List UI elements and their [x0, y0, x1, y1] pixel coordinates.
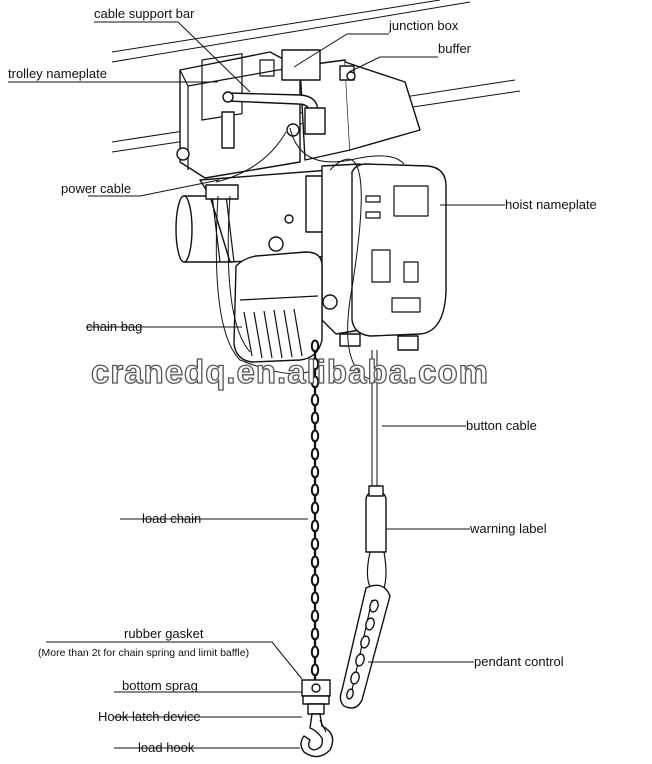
label-trolley-nameplate: trolley nameplate	[8, 66, 107, 81]
pendant-button	[355, 653, 365, 667]
label-bottom-sprag: bottom sprag	[122, 678, 198, 693]
trolley	[176, 51, 421, 179]
bottom-block	[301, 679, 331, 715]
label-hook-latch-device: Hook latch device	[98, 709, 201, 724]
labels: cable support bar junction box buffer tr…	[8, 6, 597, 755]
label-load-hook: load hook	[138, 740, 195, 755]
label-warning-label: warning label	[469, 521, 547, 536]
label-rubber-gasket: rubber gasket	[124, 626, 204, 641]
label-power-cable: power cable	[61, 181, 131, 196]
label-cable-support-bar: cable support bar	[94, 6, 195, 21]
label-buffer: buffer	[438, 41, 472, 56]
pendant-control-body	[339, 551, 391, 709]
label-button-cable: button cable	[466, 418, 537, 433]
pendant-button	[365, 617, 375, 631]
buffer	[339, 65, 356, 81]
chain-bag	[233, 251, 323, 363]
label-rubber-gasket-note: (More than 2t for chain spring and limit…	[38, 647, 249, 659]
warning-label-sleeve	[365, 485, 387, 553]
load-hook-shape	[300, 713, 334, 758]
power-cable-wires	[215, 127, 405, 381]
label-load-chain: load chain	[142, 511, 201, 526]
pendant-button	[350, 671, 360, 685]
label-pendant-control: pendant control	[474, 654, 564, 669]
hoist-body	[175, 163, 447, 351]
load-chain-links	[310, 339, 320, 685]
button-cable-line	[371, 350, 378, 494]
pendant-button	[346, 688, 354, 700]
label-hoist-nameplate: hoist nameplate	[505, 197, 597, 212]
leader-lines	[8, 21, 505, 749]
pendant-button	[360, 635, 370, 649]
label-junction-box: junction box	[388, 18, 459, 33]
pendant-button	[369, 599, 379, 613]
label-chain-bag: chain bag	[86, 319, 142, 334]
watermark-text: cranedq.en.alibaba.com	[91, 353, 489, 390]
